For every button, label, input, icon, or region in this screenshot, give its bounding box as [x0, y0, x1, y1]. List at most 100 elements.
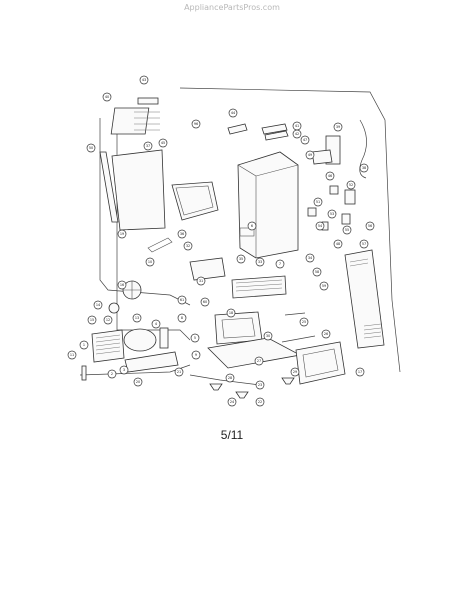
bracket-43	[261, 123, 288, 135]
callout-60: 60	[200, 297, 210, 307]
front-frame	[214, 311, 263, 345]
callout-96: 96	[191, 119, 201, 129]
side-trim-strip	[99, 151, 119, 223]
ice-bin	[171, 181, 219, 221]
bracket-44	[227, 123, 248, 135]
callout-47: 47	[300, 135, 310, 145]
callout-42: 42	[292, 129, 302, 139]
cabinet	[237, 151, 299, 259]
callout-18: 18	[226, 308, 236, 318]
callout-label: 30	[266, 334, 270, 338]
cutter-grid	[147, 237, 173, 253]
rear-frame-inner	[302, 348, 339, 378]
callout-label: 57	[362, 242, 366, 246]
page-number: 5/11	[220, 428, 244, 442]
callout-label: 56	[368, 224, 372, 228]
trough	[189, 257, 226, 281]
callout-label: 25	[302, 320, 306, 324]
callout-label: 28	[228, 376, 232, 380]
callout-49: 49	[305, 150, 315, 160]
callout-45: 45	[158, 138, 168, 148]
callout-label: 4	[155, 322, 157, 326]
callout-label: 26	[324, 332, 328, 336]
callout-58: 58	[312, 267, 322, 277]
callout-57: 57	[359, 239, 369, 249]
callout-label: 27	[257, 359, 261, 363]
callout-label: 49	[308, 153, 312, 157]
callout-label: 43	[142, 78, 146, 82]
callout-label: 11	[70, 353, 74, 357]
bracket-42	[264, 130, 289, 141]
control-components	[307, 185, 356, 231]
callout-23: 23	[255, 380, 265, 390]
callout-label: 52	[349, 183, 353, 187]
callout-16: 16	[117, 280, 127, 290]
callout-label: 47	[303, 138, 307, 142]
callout-6: 6	[247, 221, 257, 231]
callout-label: 45	[161, 141, 165, 145]
callout-label: 20	[136, 380, 140, 384]
callout-label: 36	[180, 232, 184, 236]
callout-label: 17	[358, 370, 362, 374]
callout-label: 42	[295, 132, 299, 136]
callout-label: 41	[295, 124, 299, 128]
callout-14: 14	[93, 300, 103, 310]
callout-label: 3	[123, 368, 125, 372]
callout-31: 31	[196, 276, 206, 286]
callout-label: 8	[181, 316, 183, 320]
callout-11: 11	[67, 350, 77, 360]
watermark-text: AppliancePartsPros.com	[184, 3, 280, 12]
callout-label: 34	[308, 256, 312, 260]
front-grille	[231, 275, 287, 299]
callout-55: 55	[342, 225, 352, 235]
callout-22: 22	[255, 397, 265, 407]
callout-label: 19	[120, 232, 124, 236]
callout-label: 10	[148, 260, 152, 264]
callout-39: 39	[333, 122, 343, 132]
callout-10: 10	[145, 257, 155, 267]
callout-13: 13	[132, 313, 142, 323]
callout-52: 52	[346, 180, 356, 190]
callout-label: 22	[258, 400, 262, 404]
rod	[281, 335, 316, 343]
callout-label: 16	[120, 283, 124, 287]
callout-label: 32	[186, 244, 190, 248]
callout-label: 50	[89, 146, 93, 150]
callout-3: 3	[119, 365, 129, 375]
callout-label: 12	[106, 318, 110, 322]
callout-32: 32	[183, 241, 193, 251]
callout-25: 25	[299, 317, 309, 327]
compressor-assembly	[91, 327, 179, 373]
callout-15: 15	[87, 315, 97, 325]
callout-label: 54	[318, 224, 322, 228]
callout-label: 35	[239, 257, 243, 261]
callout-19: 19	[117, 229, 127, 239]
rod-2	[284, 312, 306, 316]
callout-37: 37	[143, 141, 153, 151]
callout-27: 27	[254, 356, 264, 366]
callout-label: 5	[194, 336, 196, 340]
callout-8: 8	[177, 313, 187, 323]
callout-26: 26	[321, 329, 331, 339]
callout-40: 40	[102, 92, 112, 102]
callout-7: 7	[275, 259, 285, 269]
callout-label: 60	[203, 300, 207, 304]
callout-label: 7	[279, 262, 281, 266]
callout-2: 2	[107, 369, 117, 379]
callout-24: 24	[227, 397, 237, 407]
callout-21: 21	[174, 367, 184, 377]
callout-1: 1	[79, 340, 89, 350]
callout-44: 44	[228, 108, 238, 118]
front-frame-inner	[221, 317, 256, 339]
callout-label: 6	[251, 224, 253, 228]
callout-label: 55	[345, 228, 349, 232]
callout-9: 9	[191, 350, 201, 360]
callout-label: 31	[199, 279, 203, 283]
callout-38: 38	[359, 163, 369, 173]
callout-label: 18	[229, 311, 233, 315]
callout-label: 33	[258, 260, 262, 264]
callout-35: 35	[236, 254, 246, 264]
callout-48: 48	[333, 239, 343, 249]
callout-46: 46	[325, 171, 335, 181]
callout-label: 44	[231, 111, 235, 115]
